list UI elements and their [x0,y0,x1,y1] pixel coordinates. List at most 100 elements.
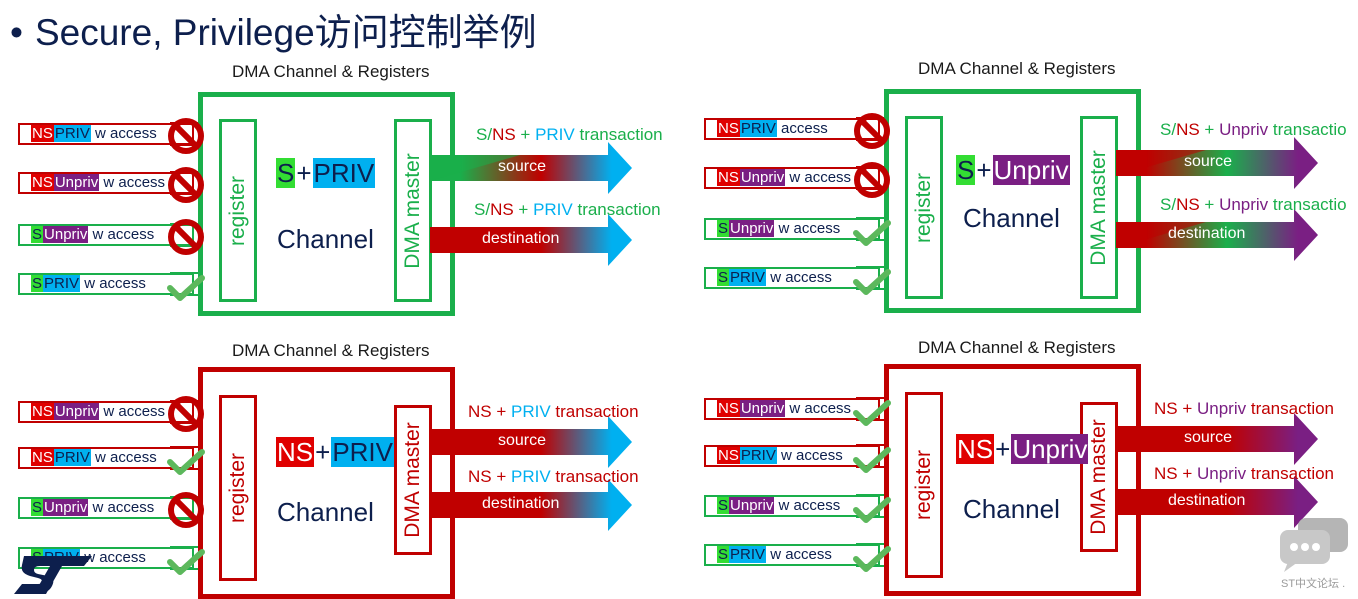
prohibited-icon [854,113,890,149]
arrow-label-destination: destination [1168,225,1246,242]
channel-attributes: S+PRIV [276,156,376,190]
transaction-label: S/NS + Unpriv transactio [1160,195,1347,215]
transaction-part: PRIV [535,125,575,144]
transaction-part: transaction [572,200,661,219]
checkmark-icon [853,400,891,426]
privilege-tag: Unpriv [43,226,89,243]
status-markers [853,113,891,295]
channel-name: Channel [963,494,1060,524]
privilege-tag: Unpriv [739,400,786,417]
channel-attr-part: Unpriv [992,155,1070,185]
access-suffix: w access [84,549,146,566]
security-tag: NS [717,447,740,464]
prohibited-icon [168,167,204,203]
channel-attributes: S+Unpriv [956,153,1070,187]
transaction-part: + [491,402,511,421]
privilege-tag: Unpriv [53,403,100,420]
dma-master-block: DMA master [1080,402,1118,552]
security-tag: NS [717,169,740,186]
checkmark-icon [167,449,205,475]
security-tag: S [31,499,44,516]
checkmark-icon [853,497,891,523]
transaction-part: S/ [1160,195,1177,214]
access-suffix: w access [770,269,832,286]
security-tag: S [31,275,44,292]
privilege-tag: PRIV [53,125,91,142]
transaction-part: + [1177,464,1197,483]
watermark: ST中文论坛 . [1281,578,1346,590]
channel-attr-part: Unpriv [1011,434,1089,464]
transaction-part: + [1199,195,1220,214]
privilege-tag: PRIV [729,546,767,563]
transaction-arrows [430,416,632,531]
quadrant-label: DMA Channel & Registers [232,62,430,81]
security-tag: NS [31,174,54,191]
transaction-part: S/ [1160,120,1177,139]
transaction-part: Unpriv [1197,399,1247,418]
access-suffix: w access [789,169,852,186]
privilege-tag: Unpriv [729,220,775,237]
transaction-part: NS [1176,120,1200,139]
register-block: register [219,395,257,581]
transaction-label: S/NS + PRIV transaction [476,125,663,145]
transaction-part: NS [490,200,514,219]
transaction-label: NS + PRIV transaction [468,467,639,487]
transaction-part: transaction [1246,464,1335,483]
arrow-label-destination: destination [482,230,560,247]
prohibited-icon [168,118,204,154]
channel-attr-part: + [315,437,331,467]
dma-master-block: DMA master [394,119,432,302]
transaction-part: transaction [574,125,663,144]
transaction-part: transaction [550,402,639,421]
transaction-part: NS [1176,195,1200,214]
quadrant-label: DMA Channel & Registers [918,59,1116,78]
transaction-label: NS + Unpriv transaction [1154,464,1334,484]
privilege-tag: Unpriv [739,169,786,186]
transaction-part: NS [1154,464,1178,483]
transaction-part: transaction [550,467,639,486]
access-suffix: w access [92,499,155,516]
channel-attributes: NS+Unpriv [956,432,1089,466]
transaction-label: NS + Unpriv transaction [1154,399,1334,419]
transaction-part: + [1177,399,1197,418]
channel-attr-part: PRIV [331,437,394,467]
access-suffix: w access [92,226,155,243]
checkmark-icon [167,275,205,301]
privilege-tag: PRIV [729,269,767,286]
access-suffix: w access [103,174,166,191]
transaction-arrows [1116,137,1318,261]
access-suffix: w access [84,275,146,292]
transaction-arrows [1116,413,1318,528]
arrow-label-source: source [1184,153,1233,170]
channel-attr-part: PRIV [312,158,376,188]
transaction-part: S/ [476,125,493,144]
access-suffix: w access [778,220,841,237]
access-suffix: w access [789,400,852,417]
prohibited-icon [854,162,890,198]
prohibited-icon [168,396,204,432]
channel-name: Channel [277,497,374,527]
status-markers [167,118,205,301]
channel-attr-part: S [956,155,976,185]
quadrant-label: DMA Channel & Registers [918,338,1116,357]
arrow-label-destination: destination [1168,492,1246,509]
checkmark-icon [167,549,205,575]
privilege-tag: PRIV [53,449,91,466]
status-markers [853,400,891,572]
access-suffix: access [781,120,828,137]
dma-master-block: DMA master [394,405,432,555]
arrow-label-destination: destination [482,495,560,512]
security-tag: S [31,226,44,243]
channel-name: Channel [963,203,1060,233]
chat-bubble-icon[interactable] [1278,518,1352,572]
prohibited-icon [168,492,204,528]
arrow-label-source: source [1184,429,1233,446]
access-suffix: w access [103,403,166,420]
